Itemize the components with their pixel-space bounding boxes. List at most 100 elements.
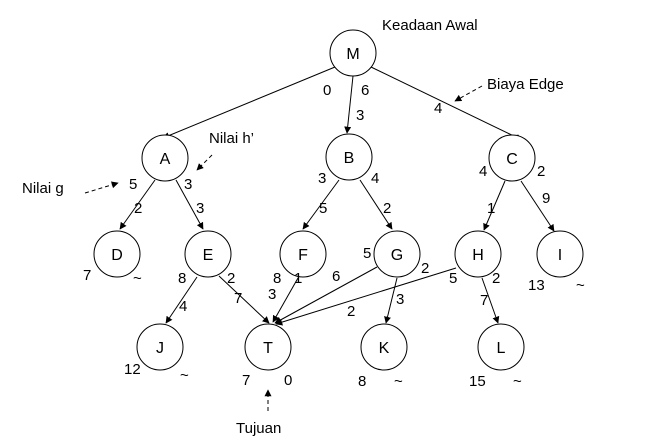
value-d-g: 7 <box>83 267 91 284</box>
value-j-h: ~ <box>180 367 189 384</box>
value-a-h: 3 <box>184 176 192 193</box>
node-d: D <box>93 230 141 278</box>
value-d-h: ~ <box>133 270 142 287</box>
node-m: M <box>329 29 377 77</box>
value-h-h: 2 <box>492 270 500 287</box>
value-g-h: 2 <box>421 260 429 277</box>
edge-b-g <box>359 179 393 230</box>
cost-f-t: 3 <box>268 286 276 303</box>
node-a-circle <box>141 134 189 182</box>
edge-f-t <box>272 277 299 323</box>
node-t: T <box>244 323 292 371</box>
g-value-pointer <box>84 181 119 194</box>
node-m-label: M <box>346 46 359 63</box>
node-t-circle <box>244 323 292 371</box>
value-c-h: 2 <box>537 163 545 180</box>
node-f-circle <box>279 230 327 278</box>
cost-e-j: 4 <box>179 298 187 315</box>
nodes: M A B C D E F G <box>93 29 584 371</box>
value-g-g: 5 <box>363 245 371 262</box>
node-l-label: L <box>497 340 506 357</box>
cost-b-g: 2 <box>383 200 391 217</box>
edge-c-i <box>520 180 555 232</box>
edge-g-k <box>384 277 398 324</box>
value-a-g: 5 <box>129 176 137 193</box>
node-i: I <box>536 230 584 278</box>
value-l-g: 15 <box>469 373 486 390</box>
node-k-label: K <box>379 340 390 357</box>
value-h-g: 5 <box>449 270 457 287</box>
value-i-h: ~ <box>576 277 585 294</box>
cost-m-b: 3 <box>356 107 364 124</box>
cost-a-d: 2 <box>134 200 142 217</box>
edge-cost-label: Biaya Edge <box>487 76 564 93</box>
h-value-pointer <box>196 154 213 171</box>
cost-h-t: 2 <box>347 303 355 320</box>
node-h-label: H <box>472 247 484 264</box>
cost-g-k: 3 <box>396 291 404 308</box>
node-k: K <box>360 323 408 371</box>
edge-e-j <box>165 276 198 324</box>
g-value-label: Nilai g <box>22 180 64 197</box>
node-h-circle <box>454 230 502 278</box>
value-f-g: 8 <box>273 270 281 287</box>
node-j-circle <box>136 323 184 371</box>
edge-m-c <box>370 66 523 141</box>
value-k-g: 8 <box>358 373 366 390</box>
value-c-g: 4 <box>479 163 487 180</box>
initial-state-label: Keadaan Awal <box>382 17 478 34</box>
node-a-label: A <box>160 151 171 168</box>
h-value-label: Nilai h’ <box>209 130 254 147</box>
cost-b-f: 5 <box>319 200 327 217</box>
cost-m-c: 4 <box>434 100 442 117</box>
value-l-h: ~ <box>513 373 522 390</box>
edge-cost-pointer <box>454 85 483 102</box>
node-e-label: E <box>203 247 214 264</box>
edge-e-t <box>218 275 270 324</box>
value-m-h: 6 <box>361 82 369 99</box>
value-k-h: ~ <box>394 373 403 390</box>
node-c-label: C <box>506 151 518 168</box>
node-g-circle <box>373 230 421 278</box>
edge-a-e <box>175 179 204 230</box>
node-c-circle <box>488 134 536 182</box>
value-j-g: 12 <box>124 361 141 378</box>
node-l-circle <box>477 323 525 371</box>
edge-h-l <box>481 277 500 324</box>
node-f: F <box>279 230 327 278</box>
node-b-label: B <box>344 150 355 167</box>
node-t-label: T <box>263 340 273 357</box>
cost-c-h: 1 <box>487 200 495 217</box>
goal-label: Tujuan <box>236 420 281 437</box>
node-b-circle <box>325 133 373 181</box>
value-t-h: 0 <box>284 372 292 389</box>
value-b-h: 4 <box>371 170 379 187</box>
value-e-h: 2 <box>227 270 235 287</box>
node-a: A <box>141 134 189 182</box>
node-e-circle <box>184 230 232 278</box>
cost-g-t: 6 <box>332 268 340 285</box>
node-h: H <box>454 230 502 278</box>
value-t-g: 7 <box>242 372 250 389</box>
node-d-circle <box>93 230 141 278</box>
annotation-labels: Keadaan Awal Biaya Edge Nilai h’ Nilai g… <box>22 17 564 437</box>
cost-e-t: 7 <box>234 290 242 307</box>
node-m-circle <box>329 29 377 77</box>
cost-c-i: 9 <box>542 190 550 207</box>
node-values: 0 6 5 3 3 4 4 2 7 ~ 8 2 8 1 5 2 5 2 1 3 ~… <box>83 82 585 390</box>
value-e-g: 8 <box>178 270 186 287</box>
edge-a-d <box>119 179 156 230</box>
value-b-g: 3 <box>318 170 326 187</box>
edge-costs: 3 4 2 3 5 2 1 9 4 7 3 6 3 2 7 <box>134 100 550 320</box>
cost-a-e: 3 <box>196 200 204 217</box>
value-f-h: 1 <box>294 270 302 287</box>
node-g-label: G <box>391 247 403 264</box>
node-l: L <box>477 323 525 371</box>
node-i-label: I <box>558 247 562 264</box>
edges <box>119 66 555 326</box>
edge-h-t <box>275 267 457 326</box>
cost-h-l: 7 <box>480 292 488 309</box>
node-i-circle <box>536 230 584 278</box>
annotation-arrows <box>84 85 483 411</box>
node-j: J <box>136 323 184 371</box>
